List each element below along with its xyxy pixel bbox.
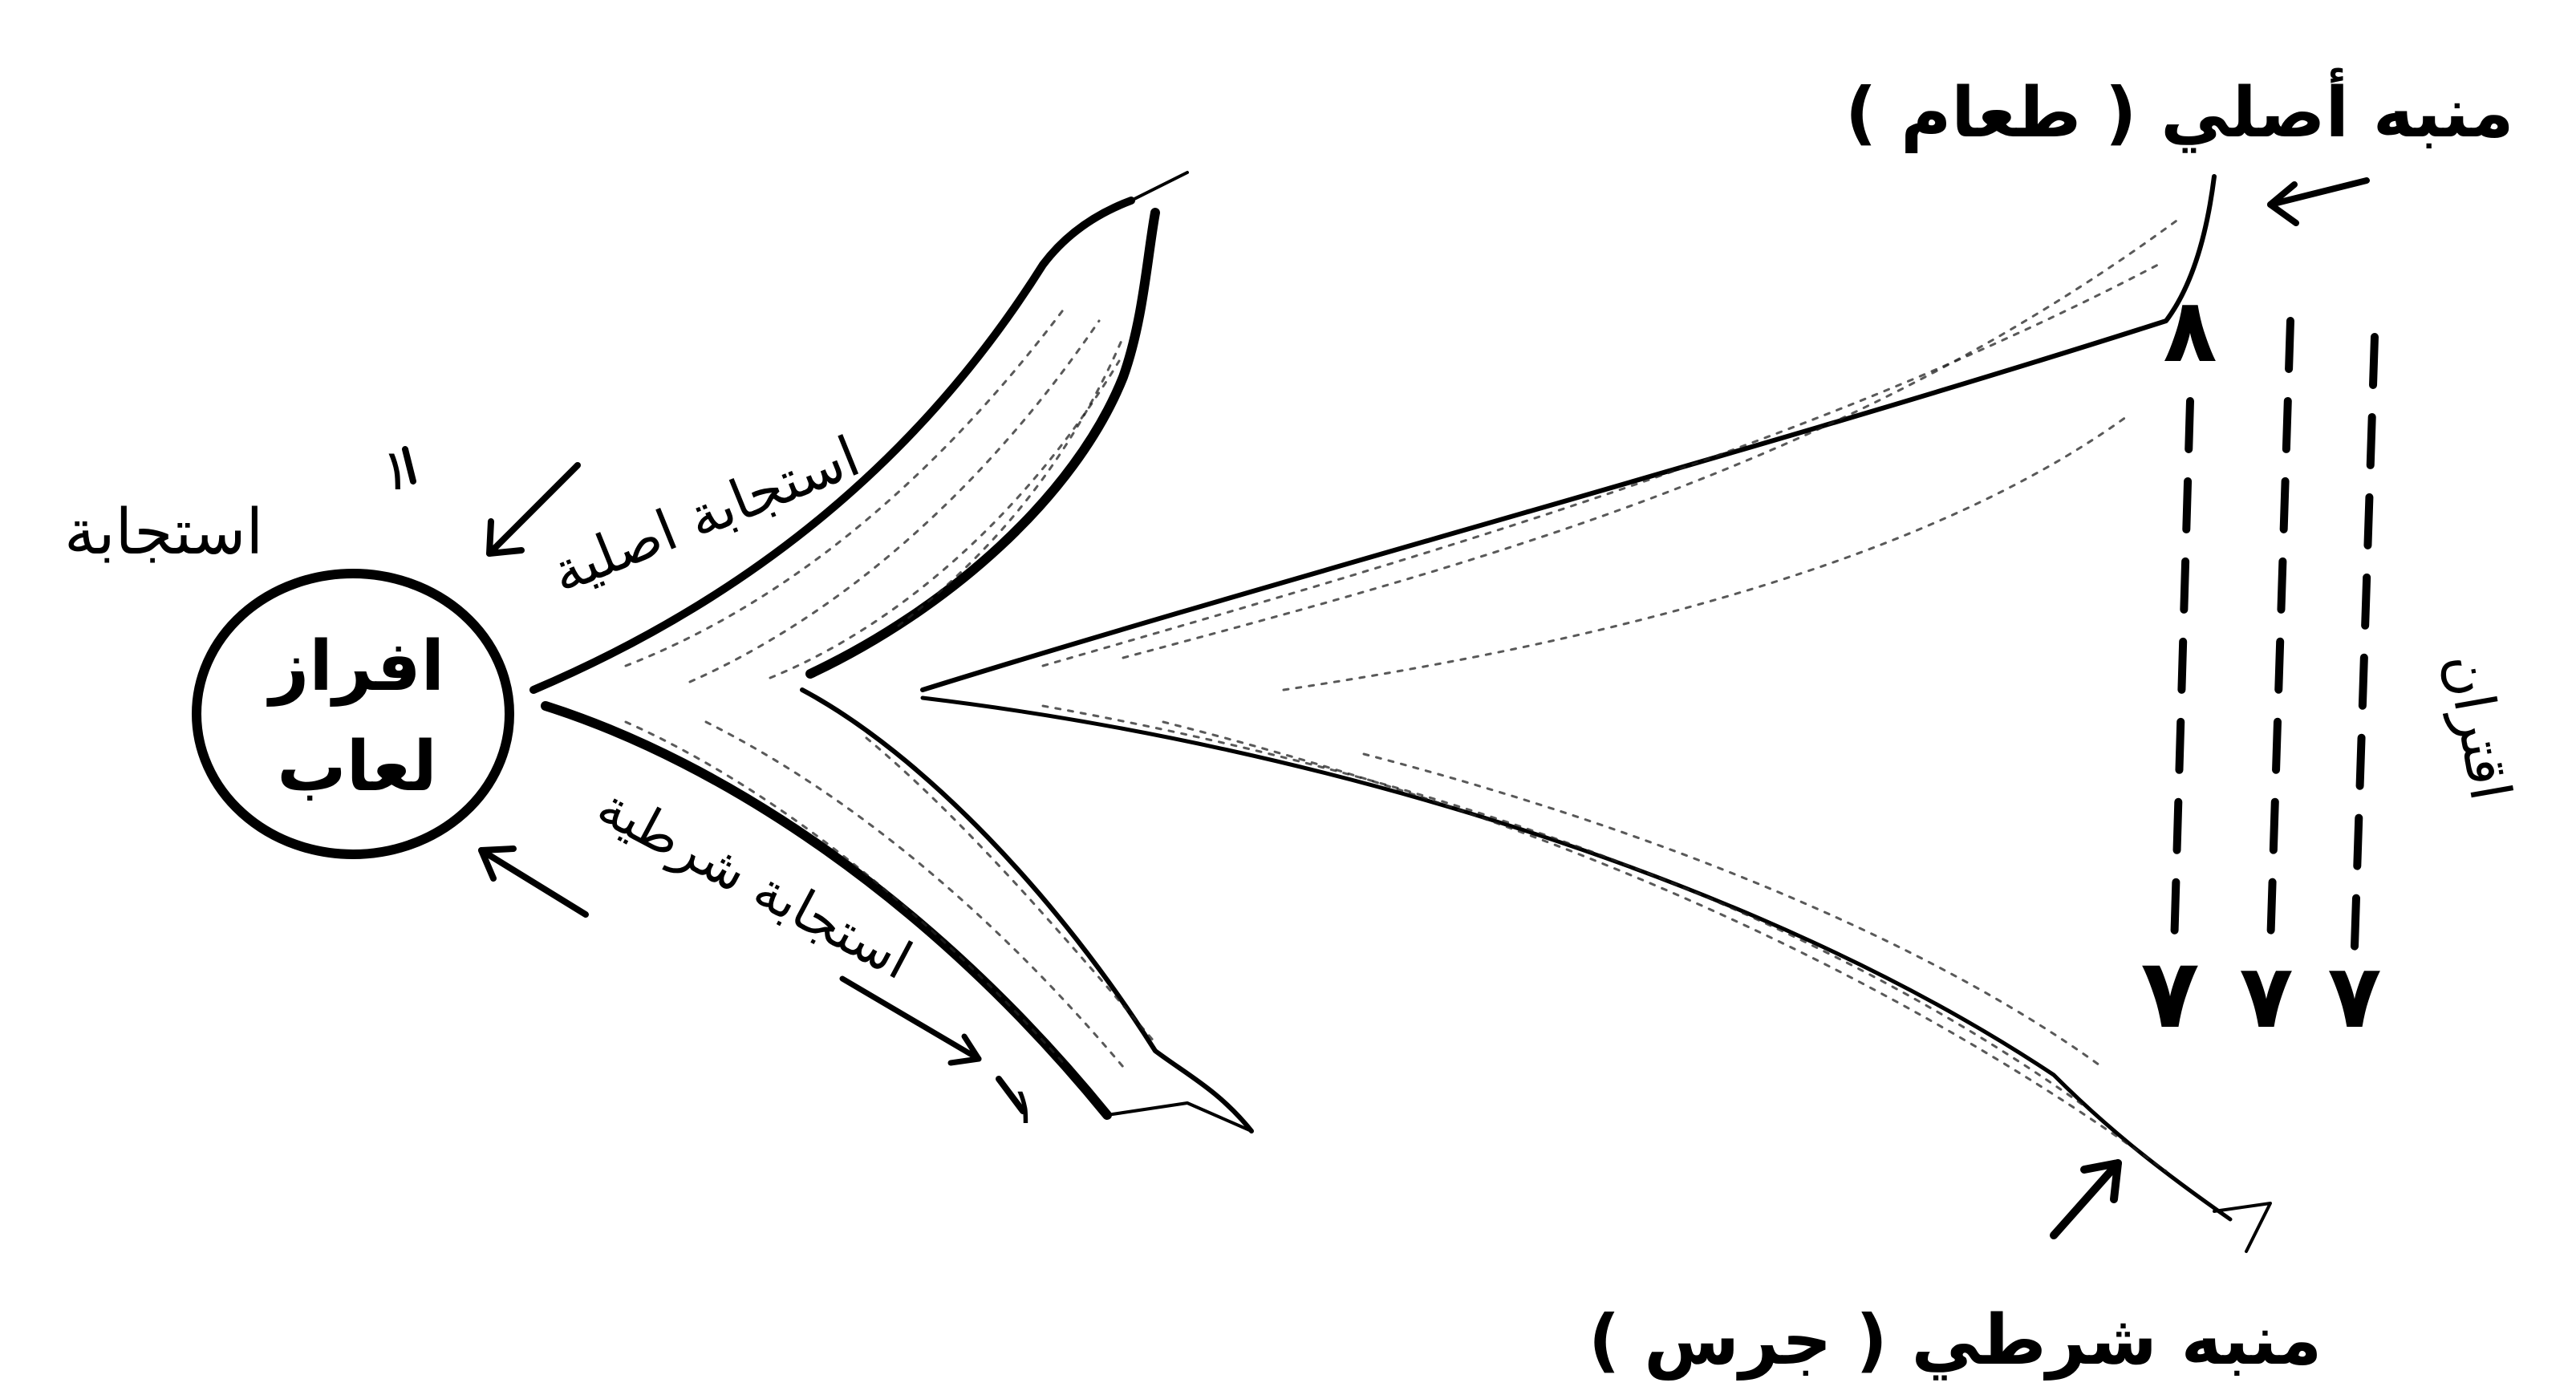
conditioned-response-wedge bbox=[546, 690, 1251, 1131]
number-eight: ٨ bbox=[2163, 279, 2217, 382]
number-seven-3: ٧ bbox=[2327, 945, 2381, 1048]
number-seven-2: ٧ bbox=[2239, 945, 2293, 1048]
unconditioned-response-wedge bbox=[533, 172, 1187, 690]
salivation-circle: افراز لعاب bbox=[197, 574, 509, 854]
circle-text-line1: افراز bbox=[266, 627, 444, 707]
unconditioned-stimulus-label: منبه أصلي ( طعام ) bbox=[1845, 67, 2514, 153]
pairing-label: اقتران bbox=[2433, 649, 2524, 805]
response-top-label: استجابة bbox=[64, 497, 263, 569]
stimuli-cone bbox=[923, 176, 2270, 1251]
number-seven-1: ٧ bbox=[2140, 939, 2199, 1050]
response-top-number: ١ bbox=[381, 437, 412, 503]
pointer-arrows bbox=[481, 180, 2367, 1235]
circle-text-line2: لعاب bbox=[277, 727, 437, 807]
pairing-arrows bbox=[2174, 321, 2375, 947]
bottom-number: ١ bbox=[1011, 1077, 1037, 1135]
conditioned-stimulus-label: منبه شرطي ( جرس ) bbox=[1588, 1300, 2322, 1381]
